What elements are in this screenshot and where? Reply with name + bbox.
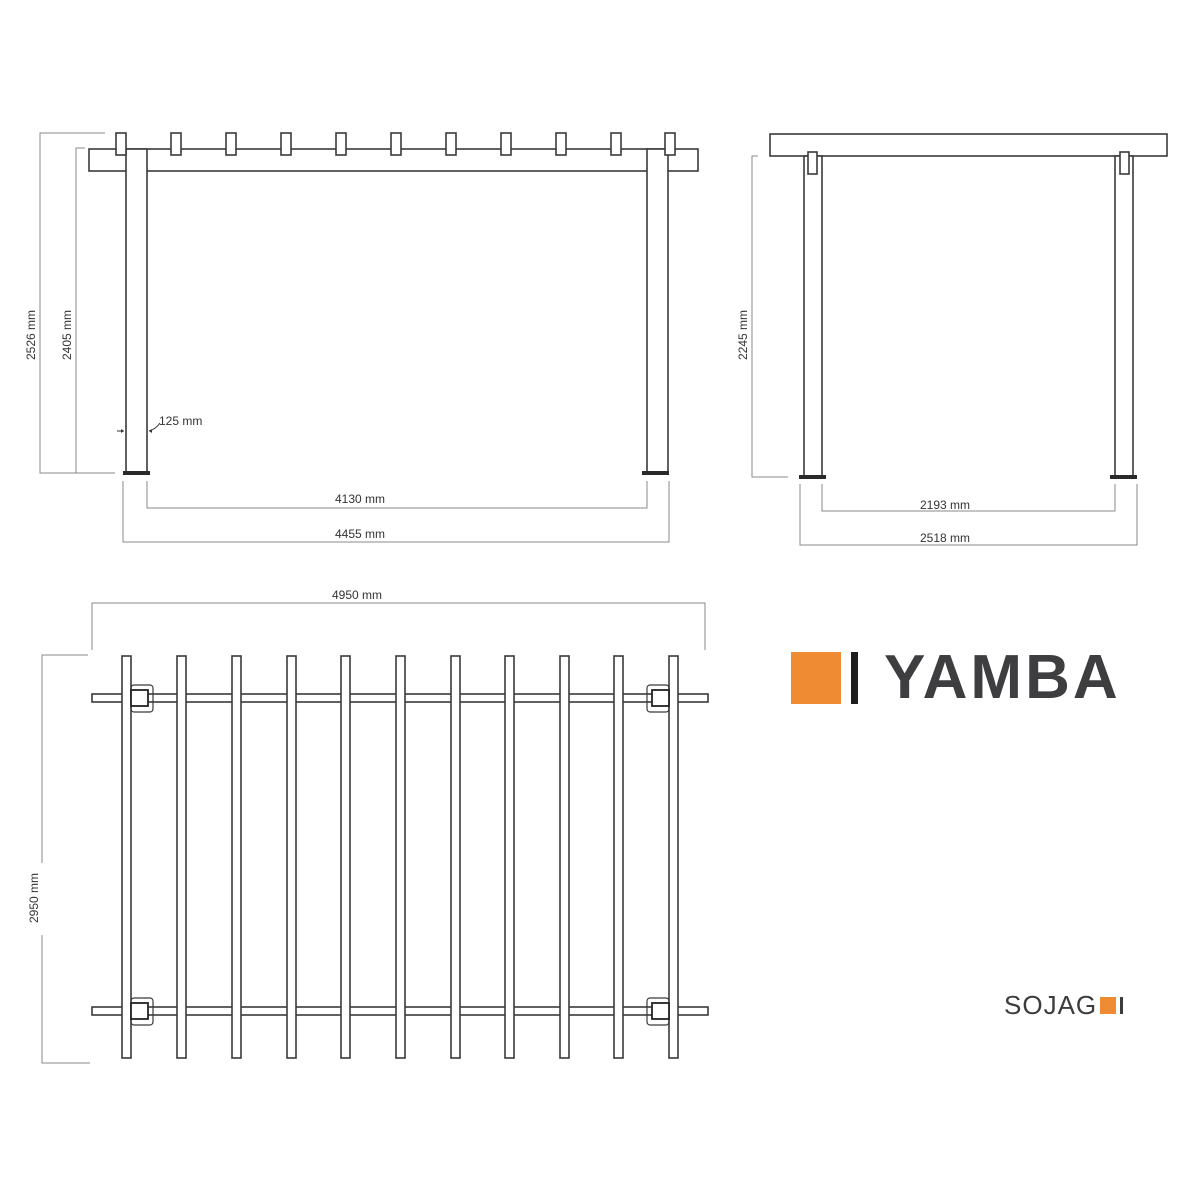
outer-span-dimension-line (122, 481, 670, 543)
post-width-indicator: 125 mm (117, 414, 202, 433)
brand-name: SOJAG (1004, 989, 1098, 1020)
side-post-right (1114, 155, 1134, 477)
inner-span-label: 4130 mm (335, 492, 385, 506)
post-bracket-back-right (646, 684, 670, 713)
brand-orange-square-icon (791, 652, 841, 704)
side-rafter (769, 133, 1168, 157)
side-post-foot-left (799, 475, 826, 479)
side-inner-span-dimension-line (821, 484, 1116, 512)
brand-bar-icon (851, 652, 858, 704)
front-post-right (646, 148, 669, 474)
side-post-foot-right (1110, 475, 1137, 479)
overall-height-label: 2526 mm (24, 310, 38, 360)
overall-depth-dimension-line-bottom (41, 935, 90, 1064)
post-bracket-front-right (646, 997, 670, 1026)
brand-logo: SOJAG (1004, 989, 1124, 1020)
overall-length-dimension-line (91, 602, 706, 650)
post-width-label: 125 mm (159, 414, 202, 428)
front-post-left (125, 148, 148, 474)
product-title: YAMBA (791, 643, 1121, 712)
side-beam-right (1119, 151, 1130, 175)
side-outer-span-label: 2518 mm (920, 531, 970, 545)
post-bracket-back-left (130, 684, 154, 713)
front-rafters (115, 132, 676, 156)
overall-depth-label: 2950 mm (27, 873, 41, 923)
side-height-dimension-line (751, 155, 788, 478)
top-plan-view: 4950 mm 2950 mm (27, 588, 709, 1064)
product-name: YAMBA (884, 643, 1121, 712)
side-outer-span-dimension-line (799, 484, 1138, 546)
front-post-foot-left (123, 471, 150, 475)
overall-height-dimension-line (39, 132, 115, 474)
post-height-label: 2405 mm (60, 310, 74, 360)
overall-length-label: 4950 mm (332, 588, 382, 602)
side-height-label: 2245 mm (736, 310, 750, 360)
outer-span-label: 4455 mm (335, 527, 385, 541)
logo-orange-square-icon (1100, 996, 1117, 1014)
front-elevation-view: 2526 mm 2405 mm 125 mm (24, 132, 699, 543)
front-post-foot-right (642, 471, 669, 475)
inner-span-dimension-line (146, 481, 648, 509)
side-post-left (803, 155, 823, 477)
side-inner-span-label: 2193 mm (920, 498, 970, 512)
top-rafters (121, 655, 679, 1059)
logo-bar-icon (1120, 996, 1124, 1014)
side-elevation-view: 2245 mm 2193 mm 2518 mm (736, 133, 1168, 546)
side-beam-left (807, 151, 818, 175)
post-bracket-front-left (130, 997, 154, 1026)
overall-depth-dimension-line-top (41, 654, 88, 863)
post-height-dimension-line (75, 147, 85, 473)
